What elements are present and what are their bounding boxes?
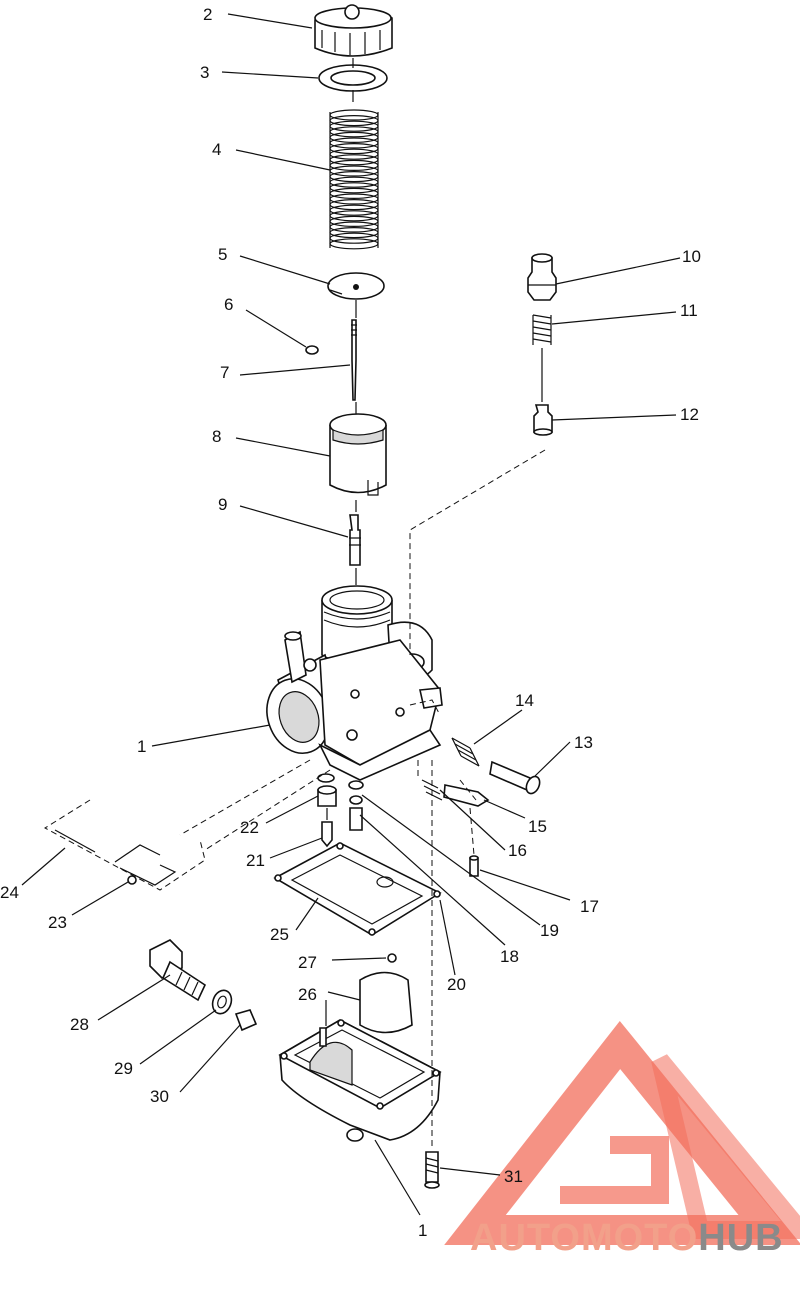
callout-1-lower: 1 [418, 1221, 427, 1240]
callout-3: 3 [200, 63, 209, 82]
part-pilot-screw [443, 784, 490, 807]
automotohub-wordmark: AUTOMOTOHUB [470, 1217, 784, 1259]
callout-5: 5 [218, 245, 227, 264]
callout-8: 8 [212, 427, 221, 446]
callout-12: 12 [680, 405, 699, 424]
callout-21: 21 [246, 851, 265, 870]
callout-4: 4 [212, 140, 221, 159]
callout-25: 25 [270, 925, 289, 944]
part-carburetor-body [266, 585, 443, 781]
spring-coil [329, 238, 379, 250]
part-spring [329, 109, 379, 250]
callout-30: 30 [150, 1087, 169, 1106]
part-idle-screw [489, 760, 541, 795]
callout-9: 9 [218, 495, 227, 514]
callout-26: 26 [298, 985, 317, 1004]
callout-14: 14 [515, 691, 534, 710]
part-float-arm-outline [44, 799, 206, 891]
part-drain-bolt [149, 939, 207, 1002]
part-float-arm [114, 844, 177, 886]
callout-18: 18 [500, 947, 519, 966]
callout-20: 20 [447, 975, 466, 994]
part-drain-screw [234, 1009, 258, 1032]
part-bowl-screw [424, 1151, 440, 1189]
part-float-needle [321, 821, 333, 848]
part-needle-seat [317, 773, 337, 807]
part-plunger [533, 404, 553, 436]
callout-23: 23 [48, 913, 67, 932]
callout-16: 16 [508, 841, 527, 860]
part-float-bowl [278, 1019, 442, 1142]
part-throttle-slide [329, 413, 387, 496]
callout-7: 7 [220, 363, 229, 382]
part-main-jet-washer [348, 780, 364, 805]
callout-6: 6 [224, 295, 233, 314]
svg-text:AUTOMOTOHUB: AUTOMOTOHUB [470, 1217, 784, 1259]
part-cap [314, 4, 393, 57]
callout-numbers: 2 3 4 5 6 7 8 9 10 11 12 1 14 13 15 16 1… [0, 5, 701, 1240]
part-needle-jet [349, 514, 361, 566]
part-idle-spring [451, 737, 480, 767]
callout-28: 28 [70, 1015, 89, 1034]
callout-13: 13 [574, 733, 593, 752]
callout-11: 11 [680, 301, 698, 320]
part-main-jet [349, 807, 363, 831]
callout-29: 29 [114, 1059, 133, 1078]
wordmark-auto: AUTO [470, 1217, 581, 1259]
part-float-bowl-gasket [273, 842, 442, 936]
part-small-spring [532, 314, 552, 345]
part-washer [318, 64, 388, 92]
part-float [359, 971, 413, 1034]
leader-lines [21, 13, 681, 1216]
callout-1-upper: 1 [137, 737, 146, 756]
callout-27: 27 [298, 953, 317, 972]
part-pilot-jet [469, 855, 479, 877]
callout-24: 24 [0, 883, 19, 902]
part-float-ball [387, 953, 397, 963]
part-e-clip [305, 345, 319, 355]
callout-15: 15 [528, 817, 547, 836]
part-adjuster-nut [527, 253, 557, 301]
part-drain-washer [211, 989, 233, 1015]
callout-31: 31 [504, 1167, 523, 1186]
callout-17: 17 [580, 897, 599, 916]
part-needle-retainer [327, 272, 385, 300]
alignment-lines [179, 58, 546, 1150]
wordmark-hub: HUB [698, 1217, 783, 1259]
wordmark-moto: MOTO [581, 1217, 698, 1259]
part-jet-needle [351, 319, 357, 401]
callout-19: 19 [540, 921, 559, 940]
callout-10: 10 [682, 247, 701, 266]
automotohub-logo [444, 1020, 800, 1245]
callout-22: 22 [240, 818, 259, 837]
spring-outline [329, 112, 379, 248]
callout-2: 2 [203, 5, 212, 24]
